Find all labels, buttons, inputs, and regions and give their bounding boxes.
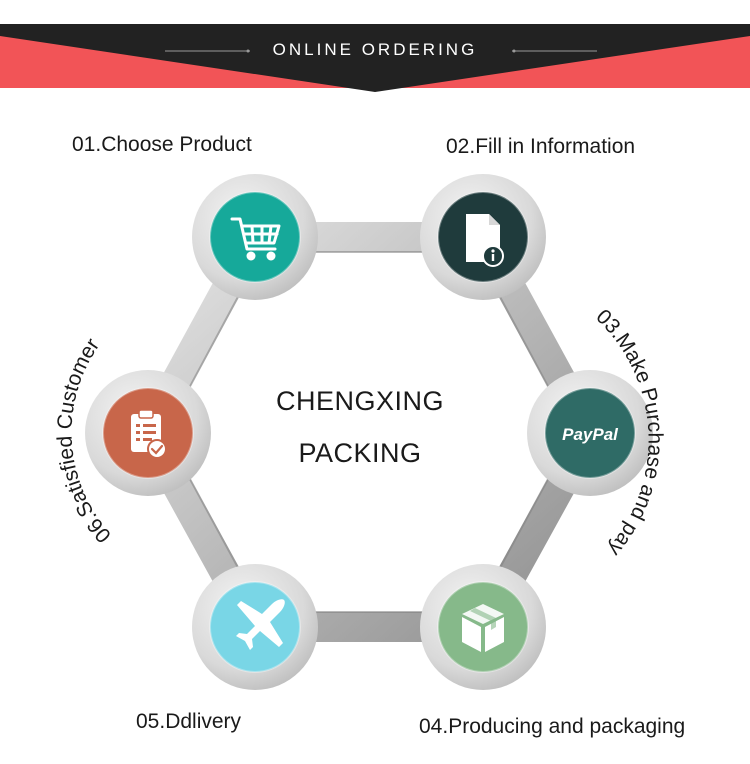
hexagon-track <box>133 222 605 642</box>
step-5-label: 05.Ddlivery <box>136 710 242 733</box>
step-1-label: 01.Choose Product <box>72 133 252 156</box>
center-title-line1: CHENGXING <box>275 386 445 416</box>
step-1-circle <box>209 191 301 283</box>
center-title-line2: PACKING <box>298 438 422 468</box>
step-4-circle <box>437 581 529 673</box>
step-3-circle <box>544 387 636 479</box>
clipboard-check-icon <box>131 409 167 459</box>
document-info-icon <box>466 214 504 267</box>
step-2-label: 02.Fill in Information <box>446 135 636 158</box>
header-banner <box>0 24 750 92</box>
paypal-icon-text: PayPal <box>562 425 619 444</box>
airplane-icon <box>236 599 285 650</box>
banner-dark-ribbon <box>0 24 750 92</box>
page-title: ONLINE ORDERING <box>272 40 478 59</box>
step-4-label: 04.Producing and packaging <box>419 715 686 738</box>
shopping-cart-icon <box>230 217 281 261</box>
package-box-icon <box>462 604 504 652</box>
paypal-icon: PayPal <box>562 425 619 444</box>
